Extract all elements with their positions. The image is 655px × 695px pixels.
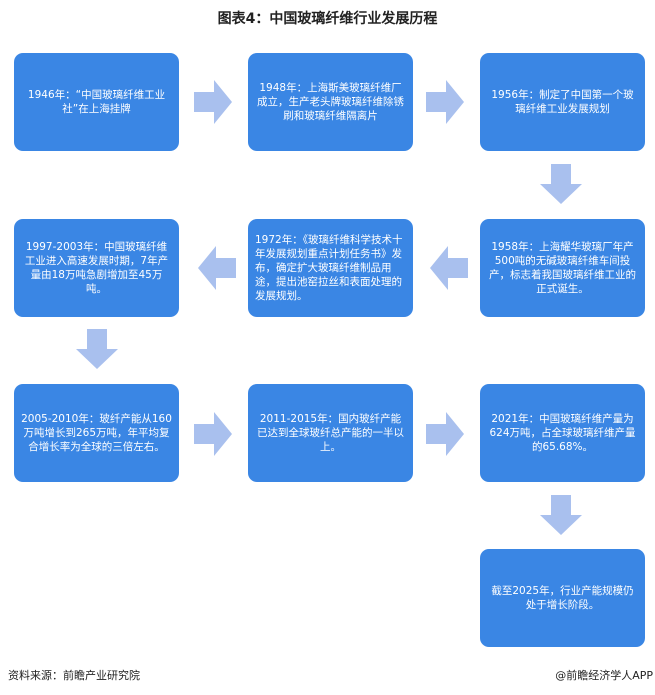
arrow-left-icon — [198, 246, 236, 290]
arrow-right-icon — [194, 80, 232, 124]
arrow-right-icon — [194, 412, 232, 456]
step-2025: 截至2025年，行业产能规模仍处于增长阶段。 — [480, 549, 645, 647]
credit-note: @前瞻经济学人APP — [555, 669, 653, 682]
arrow-down-icon — [540, 495, 582, 535]
step-1956: 1956年：制定了中国第一个玻璃纤维工业发展规划 — [480, 53, 645, 151]
step-1948: 1948年：上海斯美玻璃纤维厂成立，生产老头牌玻璃纤维除锈刷和玻璃纤维隔离片 — [248, 53, 413, 151]
step-2021: 2021年：中国玻璃纤维产量为624万吨，占全球玻璃纤维产量的65.68%。 — [480, 384, 645, 482]
step-1997-2003: 1997-2003年：中国玻璃纤维工业进入高速发展时期，7年产量由18万吨急剧增… — [14, 219, 179, 317]
step-1972: 1972年：《玻璃纤维科学技术十年发展规划重点计划任务书》发布，确定扩大玻璃纤维… — [248, 219, 413, 317]
arrow-right-icon — [426, 80, 464, 124]
source-note: 资料来源：前瞻产业研究院 — [8, 669, 140, 682]
arrow-down-icon — [76, 329, 118, 369]
step-1958: 1958年：上海耀华玻璃厂年产500吨的无碱玻璃纤维车间投产，标志着我国玻璃纤维… — [480, 219, 645, 317]
step-2005-2010: 2005-2010年：玻纤产能从160万吨增长到265万吨，年平均复合增长率为全… — [14, 384, 179, 482]
arrow-left-icon — [430, 246, 468, 290]
step-1946: 1946年：“中国玻璃纤维工业社”在上海挂牌 — [14, 53, 179, 151]
step-2011-2015: 2011-2015年：国内玻纤产能已达到全球玻纤总产能的一半以上。 — [248, 384, 413, 482]
arrow-down-icon — [540, 164, 582, 204]
arrow-right-icon — [426, 412, 464, 456]
chart-title: 图表4：中国玻璃纤维行业发展历程 — [217, 11, 438, 27]
